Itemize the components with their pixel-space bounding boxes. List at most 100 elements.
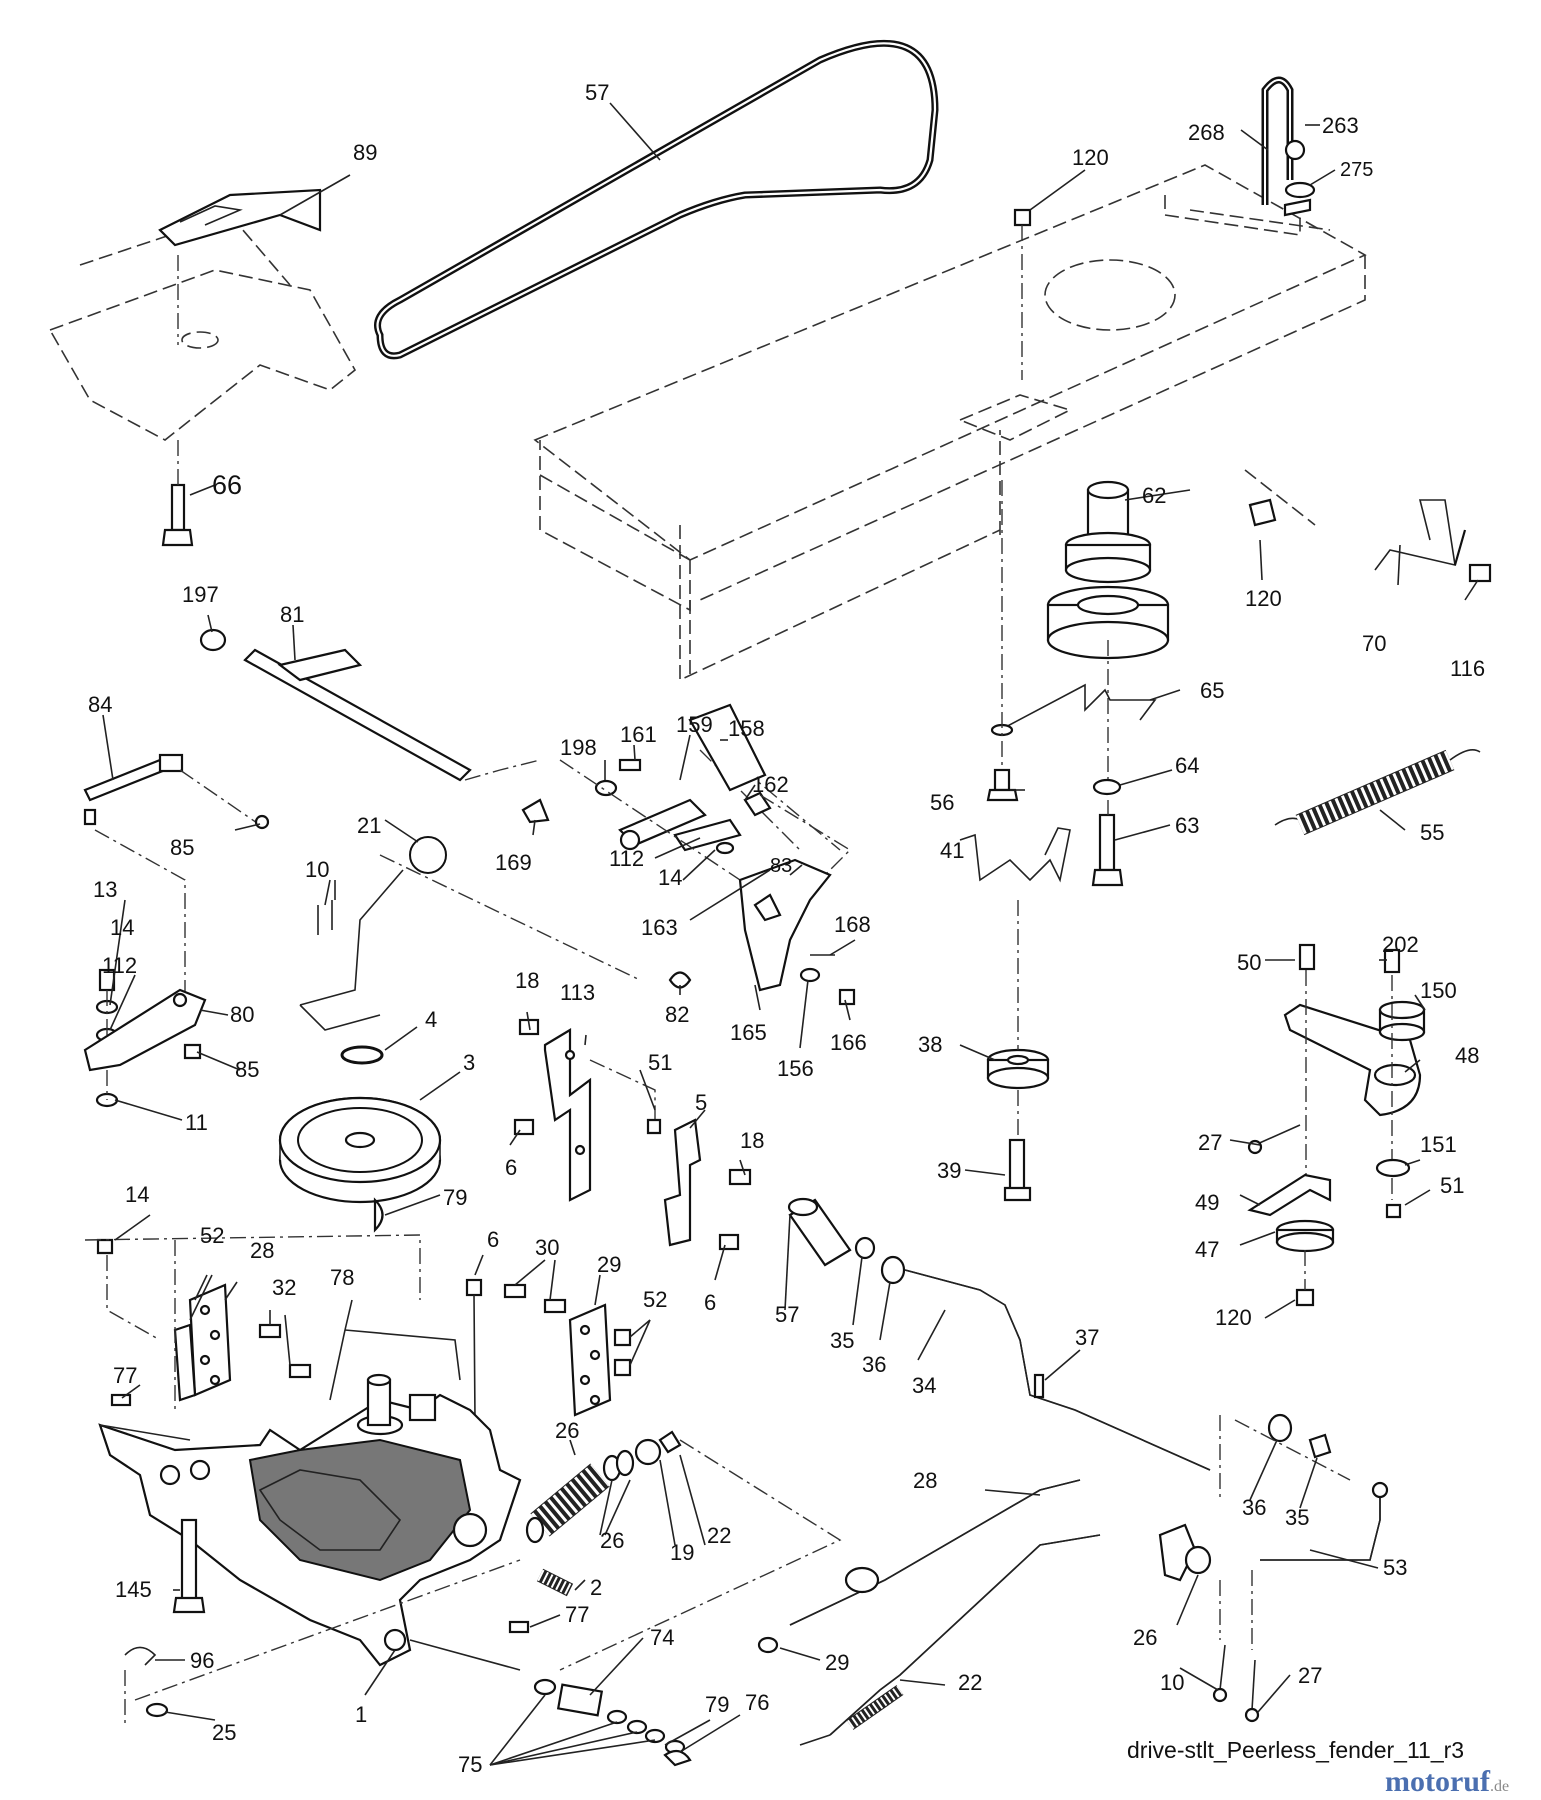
callout: 56 xyxy=(930,790,954,815)
callout: 27 xyxy=(1298,1663,1322,1688)
motoruf-logo: motoruf.de xyxy=(1385,1765,1509,1799)
callout: 14 xyxy=(110,915,134,940)
callout: 21 xyxy=(357,813,381,838)
fender-outline xyxy=(48,214,357,441)
callout: 96 xyxy=(190,1648,214,1673)
callout: 57 xyxy=(775,1302,799,1327)
callout: 168 xyxy=(834,912,871,937)
logo-name: motoruf xyxy=(1385,1765,1490,1798)
callout: 50 xyxy=(1237,950,1261,975)
callout: 263 xyxy=(1322,113,1359,138)
spring-55 xyxy=(1274,749,1481,836)
callout: 28 xyxy=(913,1468,937,1493)
callout: 150 xyxy=(1420,978,1457,1003)
callout: 35 xyxy=(830,1328,854,1353)
callout: 83 xyxy=(770,855,792,877)
pulley-63 xyxy=(1046,480,1170,660)
callout: 120 xyxy=(1215,1305,1252,1330)
callout: 22 xyxy=(958,1670,982,1695)
callout: 268 xyxy=(1188,120,1225,145)
callout: 82 xyxy=(665,1002,689,1027)
callout: 26 xyxy=(600,1528,624,1553)
pulley-3 xyxy=(278,1096,442,1204)
callout: 162 xyxy=(752,772,789,797)
callout: 163 xyxy=(641,915,678,940)
callout: 75 xyxy=(458,1752,482,1777)
callout: 35 xyxy=(1285,1505,1309,1530)
callout: 151 xyxy=(1420,1132,1457,1157)
callout: 74 xyxy=(650,1625,674,1650)
callout: 6 xyxy=(704,1290,716,1315)
callout: 26 xyxy=(1133,1625,1157,1650)
callout: 52 xyxy=(200,1223,224,1248)
callout: 10 xyxy=(1160,1670,1184,1695)
callout: 156 xyxy=(777,1056,814,1081)
callout: 62 xyxy=(1142,483,1166,508)
callout: 47 xyxy=(1195,1237,1219,1262)
callout: 65 xyxy=(1200,678,1224,703)
callout: 51 xyxy=(648,1050,672,1075)
callout: 2 xyxy=(590,1575,602,1600)
callout: 89 xyxy=(353,140,377,165)
chassis-frame xyxy=(533,164,1367,682)
callout: 78 xyxy=(330,1265,354,1290)
callout: 77 xyxy=(565,1602,589,1627)
callout: 14 xyxy=(658,865,682,890)
callout: 13 xyxy=(93,877,117,902)
callout: 198 xyxy=(560,735,597,760)
callout: 41 xyxy=(940,838,964,863)
callout-labels: 57 89 268 263 275 120 66 62 120 70 116 6… xyxy=(88,80,1485,1777)
callout: 25 xyxy=(212,1720,236,1745)
callout: 158 xyxy=(728,716,765,741)
callout: 116 xyxy=(1450,656,1485,681)
logo-tld: .de xyxy=(1489,1778,1510,1795)
callout: 81 xyxy=(280,602,304,627)
callout: 113 xyxy=(560,980,595,1005)
callout: 57 xyxy=(585,80,609,105)
callout: 79 xyxy=(443,1185,467,1210)
callout: 64 xyxy=(1175,753,1199,778)
callout: 18 xyxy=(515,968,539,993)
callout: 29 xyxy=(825,1650,849,1675)
callout: 36 xyxy=(862,1352,886,1377)
callout: 84 xyxy=(88,692,112,717)
callout: 10 xyxy=(305,857,329,882)
callout: 197 xyxy=(182,582,219,607)
callout: 36 xyxy=(1242,1495,1266,1520)
callout: 6 xyxy=(505,1155,517,1180)
callout: 34 xyxy=(912,1373,936,1398)
callout: 159 xyxy=(676,712,713,737)
callout: 22 xyxy=(707,1523,731,1548)
callout: 120 xyxy=(1245,586,1282,611)
callout: 165 xyxy=(730,1020,767,1045)
callout: 29 xyxy=(597,1252,621,1277)
callout: 85 xyxy=(235,1057,259,1082)
callout: 51 xyxy=(1440,1173,1464,1198)
callout: 30 xyxy=(535,1235,559,1260)
callout: 66 xyxy=(212,470,242,500)
callout: 202 xyxy=(1382,932,1419,957)
callout: 37 xyxy=(1075,1325,1099,1350)
callout: 52 xyxy=(643,1287,667,1312)
callout: 70 xyxy=(1362,631,1386,656)
callout: 19 xyxy=(670,1540,694,1565)
callout: 48 xyxy=(1455,1043,1479,1068)
callout: 166 xyxy=(830,1030,867,1055)
callout: 112 xyxy=(609,846,644,871)
callout: 27 xyxy=(1198,1130,1222,1155)
callout: 28 xyxy=(250,1238,274,1263)
callout: 26 xyxy=(555,1418,579,1443)
callout: 169 xyxy=(495,850,532,875)
callout: 77 xyxy=(113,1363,137,1388)
callout: 11 xyxy=(185,1110,208,1135)
diagram-caption: drive-stlt_Peerless_fender_11_r3 xyxy=(1127,1737,1465,1763)
callout: 80 xyxy=(230,1002,254,1027)
callout: 145 xyxy=(115,1577,152,1602)
callout: 55 xyxy=(1420,820,1444,845)
callout: 63 xyxy=(1175,813,1199,838)
callout: 85 xyxy=(170,835,194,860)
transaxle xyxy=(98,1373,522,1671)
callout: 112 xyxy=(102,953,137,978)
callout: 14 xyxy=(125,1182,149,1207)
